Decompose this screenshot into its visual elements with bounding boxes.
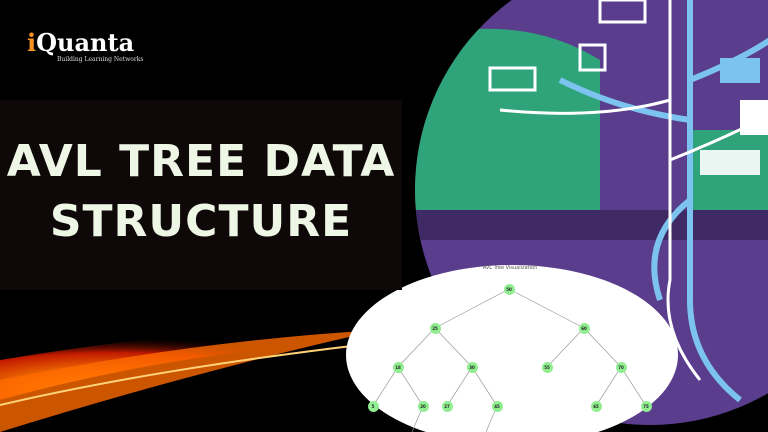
tree-visualization-backdrop xyxy=(346,265,678,432)
tree-title: AVL Tree Visualization xyxy=(482,265,538,271)
tree-node: 60 xyxy=(578,322,590,334)
logo-tagline: Building Learning Networks xyxy=(57,56,144,63)
tree-node: 70 xyxy=(615,361,627,373)
page-title: AVL TREE DATA STRUCTURE xyxy=(0,132,402,252)
tree-node: 5 xyxy=(367,400,379,412)
tree-node: 65 xyxy=(590,400,602,412)
tree-node: 25 xyxy=(429,322,441,334)
title-panel xyxy=(0,100,402,290)
tree-node: 30 xyxy=(466,361,478,373)
tree-network-illustration xyxy=(415,0,768,425)
tree-node: 75 xyxy=(640,400,652,412)
tree-node: 55 xyxy=(541,361,553,373)
title-line-1: AVL TREE DATA xyxy=(6,136,396,187)
tree-node: 50 xyxy=(503,283,515,295)
tree-edges xyxy=(372,288,647,432)
tree-node: 27 xyxy=(441,400,453,412)
tree-node: 45 xyxy=(491,400,503,412)
title-line-2: STRUCTURE xyxy=(49,196,353,247)
iquanta-logo: iQuanta xyxy=(27,28,135,57)
tree-node: 18 xyxy=(392,361,404,373)
tree-node: 20 xyxy=(417,400,429,412)
